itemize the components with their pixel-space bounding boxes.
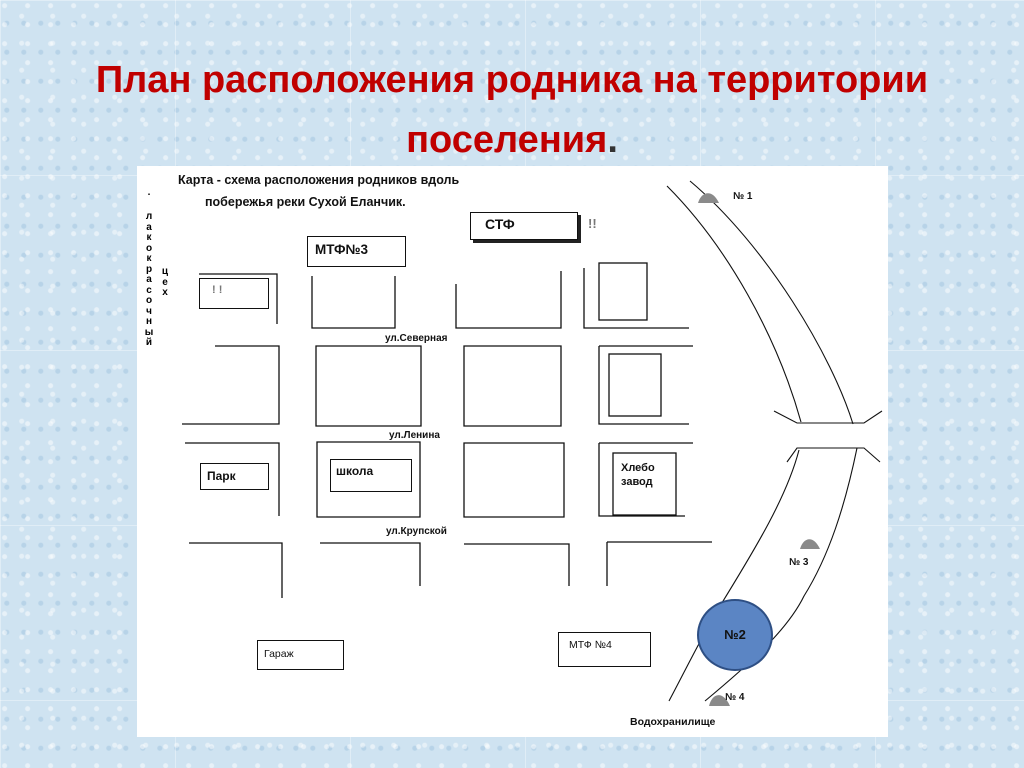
- spring-2-highlight: №2: [697, 599, 773, 671]
- unknown-building: ! !: [199, 278, 269, 309]
- map-caption-line-2: побережья реки Сухой Еланчик.: [205, 195, 406, 209]
- bakery-label-line-1: Хлебо: [621, 462, 655, 474]
- block-outline: [598, 442, 693, 517]
- block-outline: [189, 542, 283, 598]
- spring-4-marker: [709, 695, 730, 706]
- street-krupskoy: ул.Крупской: [386, 526, 447, 537]
- mtf3-building: МТФ№3: [307, 236, 406, 267]
- map-drawing: [182, 180, 883, 706]
- building-outline: [612, 452, 677, 516]
- bakery-label: Хлебо завод: [621, 461, 655, 489]
- building-outline: [608, 353, 662, 417]
- garage-label: Гараж: [264, 648, 294, 660]
- stf-building: СТФ: [470, 212, 578, 240]
- mtf4-building: МТФ №4: [558, 632, 651, 667]
- block-outline: [455, 271, 562, 329]
- street-lenina: ул.Ленина: [389, 430, 440, 441]
- block-outline: [598, 345, 693, 425]
- block-outline: [463, 442, 565, 518]
- mtf4-label: МТФ №4: [569, 639, 612, 651]
- spring-4-label: № 4: [725, 692, 745, 703]
- block-outline: [606, 541, 712, 586]
- paint-shop-label: лакокрасочный: [144, 211, 154, 348]
- garage-building: Гараж: [257, 640, 344, 670]
- settlement-map: Карта - схема расположения родников вдол…: [137, 166, 888, 737]
- block-outline: [315, 345, 422, 427]
- school-building: школа: [330, 459, 412, 492]
- mtf3-label: МТФ№3: [315, 242, 369, 257]
- building-outline: [598, 262, 648, 321]
- park-label: Парк: [207, 469, 236, 483]
- paint-shop-dot: .: [147, 187, 151, 198]
- slide-title-dot: .: [607, 119, 618, 161]
- bakery-label-line-2: завод: [621, 476, 653, 488]
- block-outline: [320, 542, 421, 586]
- block-outline: [316, 441, 421, 518]
- street-severnaya: ул.Северная: [385, 333, 448, 344]
- slide-title-word: поселения: [406, 119, 608, 161]
- block-outline: [185, 442, 280, 516]
- spring-3-label: № 3: [789, 557, 809, 568]
- bridge: [773, 410, 883, 424]
- slide-title-line-1: План расположения родника на территории: [95, 59, 929, 101]
- school-label: школа: [336, 464, 374, 478]
- spring-3-marker: [800, 539, 820, 549]
- block-outline: [199, 273, 278, 324]
- river-bank-right: [689, 180, 854, 425]
- spring-1-label: № 1: [733, 191, 753, 202]
- block-outline: [583, 268, 689, 329]
- exclamation-marker: ! !: [212, 284, 223, 296]
- spring-2-label: №2: [724, 627, 746, 642]
- river-bank-left: [666, 185, 802, 423]
- reservoir-label: Водохранилище: [630, 716, 716, 728]
- block-outline: [311, 276, 396, 329]
- block-outline: [464, 543, 570, 586]
- map-caption-line-1: Карта - схема расположения родников вдол…: [178, 173, 460, 187]
- stf-label: СТФ: [485, 216, 515, 232]
- workshop-label: цех: [161, 266, 169, 298]
- park-box: Парк: [200, 463, 269, 490]
- block-outline: [463, 345, 562, 427]
- slide-title-line-2: поселения.: [0, 110, 1024, 170]
- block-outline: [182, 345, 280, 425]
- spring-1-marker: [698, 193, 719, 203]
- stf-exclamation-marker: !!: [588, 216, 597, 231]
- bridge: [786, 447, 881, 463]
